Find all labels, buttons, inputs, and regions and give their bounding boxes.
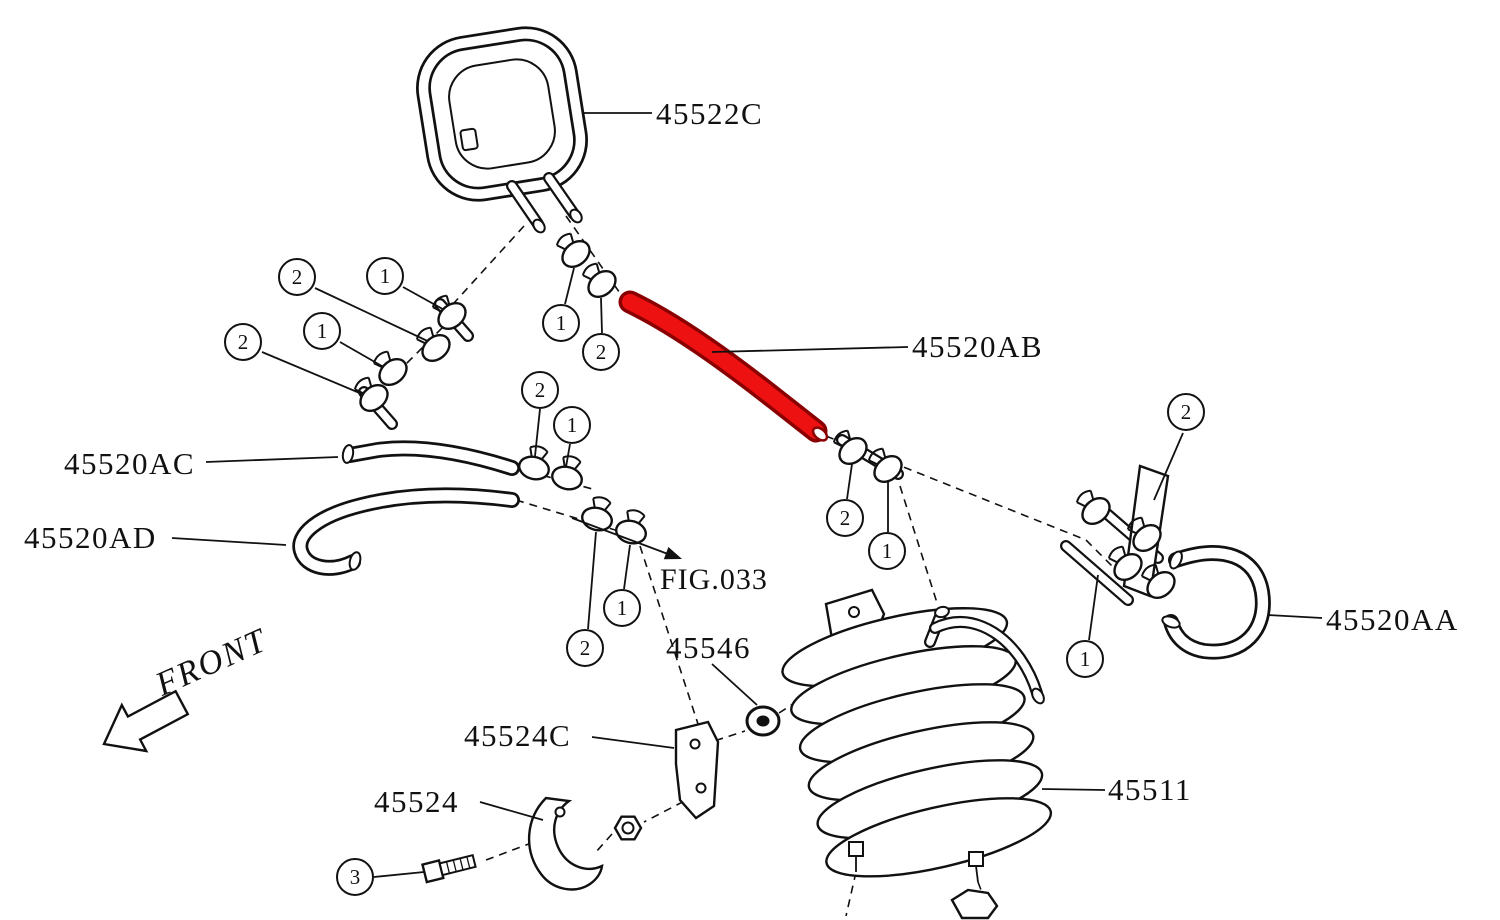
callout-clamp: 2 bbox=[224, 323, 262, 361]
callout-clamp: 1 bbox=[553, 406, 591, 444]
part-label-45546: 45546 bbox=[666, 630, 751, 665]
callout-clamp: 1 bbox=[366, 257, 404, 295]
hose-45520AA bbox=[1161, 545, 1271, 660]
mount-bolt bbox=[421, 853, 477, 884]
callout-clamp: 1 bbox=[1066, 640, 1104, 678]
part-label-45520AB: 45520AB bbox=[912, 329, 1044, 364]
callout-clamp: 2 bbox=[1167, 393, 1205, 431]
callout-clamp: 1 bbox=[542, 304, 580, 342]
callout-bolt: 3 bbox=[336, 858, 374, 896]
label-leader-lines bbox=[171, 112, 1323, 821]
front-direction-arrow bbox=[102, 689, 190, 753]
callout-clamp: 1 bbox=[603, 589, 641, 627]
callout-clamp: 2 bbox=[278, 258, 316, 296]
part-label-45524: 45524 bbox=[374, 784, 459, 819]
hose-clamps bbox=[347, 226, 1181, 605]
flange-nut bbox=[613, 815, 643, 841]
bracket-45524 bbox=[528, 796, 604, 891]
callout-clamp: 1 bbox=[303, 312, 341, 350]
reservoir-pipe-45522C bbox=[416, 26, 588, 234]
hose-end-opening bbox=[811, 426, 829, 442]
fig-reference-arrow bbox=[571, 517, 682, 560]
callout-clamp: 2 bbox=[566, 629, 604, 667]
callout-clamp: 2 bbox=[826, 499, 864, 537]
part-label-45520AC: 45520AC bbox=[64, 446, 196, 481]
part-label-45520AD: 45520AD bbox=[24, 520, 157, 555]
part-label-45520AA: 45520AA bbox=[1326, 602, 1459, 637]
bracket-45524C bbox=[674, 720, 720, 820]
callout-clamp: 2 bbox=[521, 371, 559, 409]
oil-cooler-45511 bbox=[781, 588, 1053, 920]
part-label-45522C: 45522C bbox=[656, 96, 764, 131]
grommet-45546 bbox=[745, 705, 781, 737]
hose-45520AC bbox=[341, 440, 520, 476]
callout-leader-lines bbox=[261, 267, 1184, 878]
part-label-45511: 45511 bbox=[1108, 772, 1192, 807]
lower-isolator bbox=[950, 888, 999, 920]
cooler-mount-bolts bbox=[848, 841, 984, 883]
callout-clamp: 1 bbox=[868, 532, 906, 570]
callout-clamp: 2 bbox=[582, 333, 620, 371]
hose-45520AB-highlighted bbox=[618, 290, 829, 443]
part-label-45524C: 45524C bbox=[464, 718, 572, 753]
hose-45520AD bbox=[292, 487, 520, 576]
fig-reference-label: FIG.033 bbox=[660, 563, 768, 596]
